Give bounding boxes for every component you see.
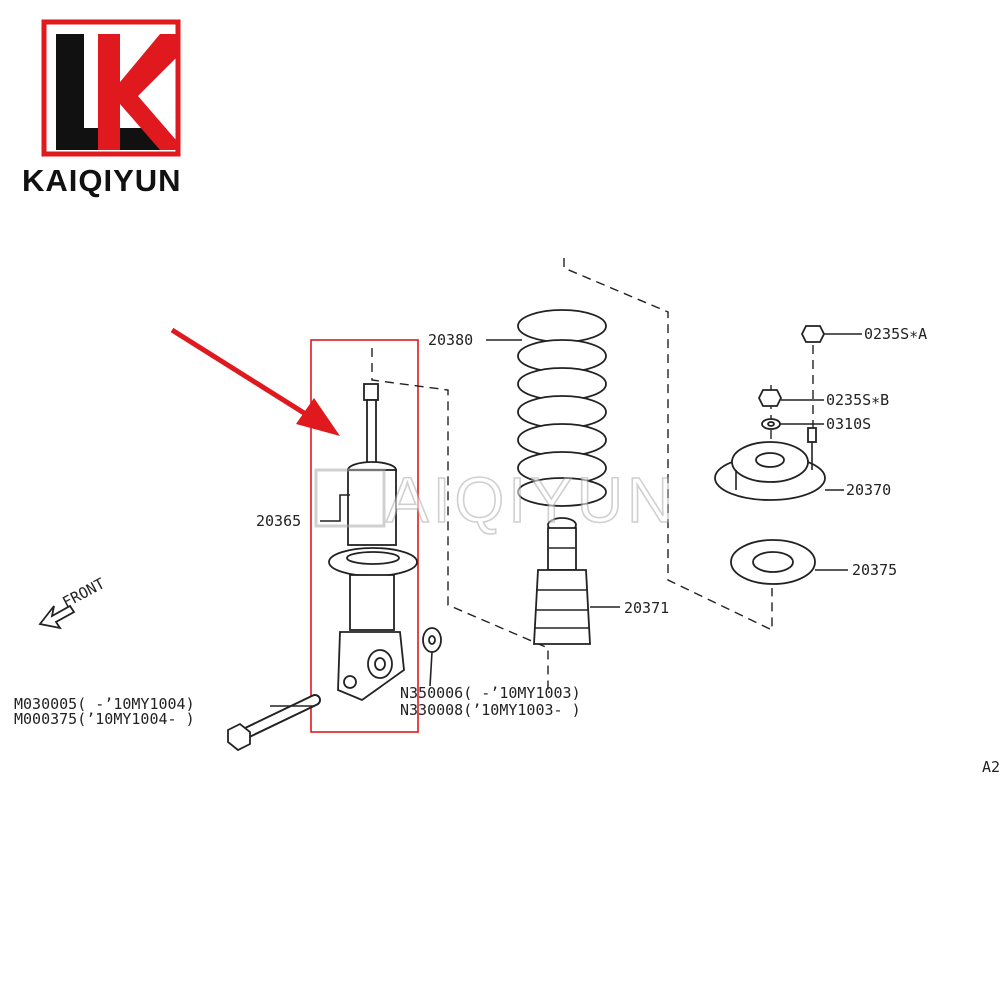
corner-code: A2 xyxy=(982,758,1000,776)
label-mount: 20370 xyxy=(846,481,891,499)
label-shock-absorber: 20365 xyxy=(256,512,301,530)
spring-seat xyxy=(730,539,816,585)
top-nut-a xyxy=(800,325,826,343)
label-nut-1: N350006( -’10MY1003) xyxy=(400,684,581,702)
assembly-guides xyxy=(371,258,814,692)
bolt xyxy=(227,694,321,752)
watermark: AIQIYUN xyxy=(314,463,677,537)
label-bump-stopper: 20371 xyxy=(624,599,669,617)
coil-spring xyxy=(517,309,607,507)
upper-mount xyxy=(714,427,826,501)
label-coil-spring: 20380 xyxy=(428,331,473,349)
watermark-text: AIQIYUN xyxy=(386,464,677,536)
brand-logo xyxy=(41,19,181,157)
label-spring-seat: 20375 xyxy=(852,561,897,579)
label-bolt-2: M000375(’10MY1004- ) xyxy=(14,710,195,728)
label-bolt-1: M030005( -’10MY1004) xyxy=(14,695,195,713)
label-nut-2: N330008(’10MY1003- ) xyxy=(400,701,581,719)
highlight-box xyxy=(310,339,419,733)
front-indicator: FRONT xyxy=(38,574,108,630)
flange-nut xyxy=(422,627,442,653)
brand-name: KAIQIYUN xyxy=(22,163,182,198)
pointer-arrow xyxy=(170,327,340,436)
shock-absorber xyxy=(328,383,418,702)
leader-lines xyxy=(270,333,862,707)
front-label: FRONT xyxy=(59,574,107,611)
label-nut-b: 0235S∗B xyxy=(826,391,889,409)
label-nut-a: 0235S∗A xyxy=(864,325,927,343)
top-nut-b xyxy=(757,389,783,407)
washer xyxy=(761,418,781,430)
bump-stopper xyxy=(533,517,591,645)
label-washer: 0310S xyxy=(826,415,871,433)
